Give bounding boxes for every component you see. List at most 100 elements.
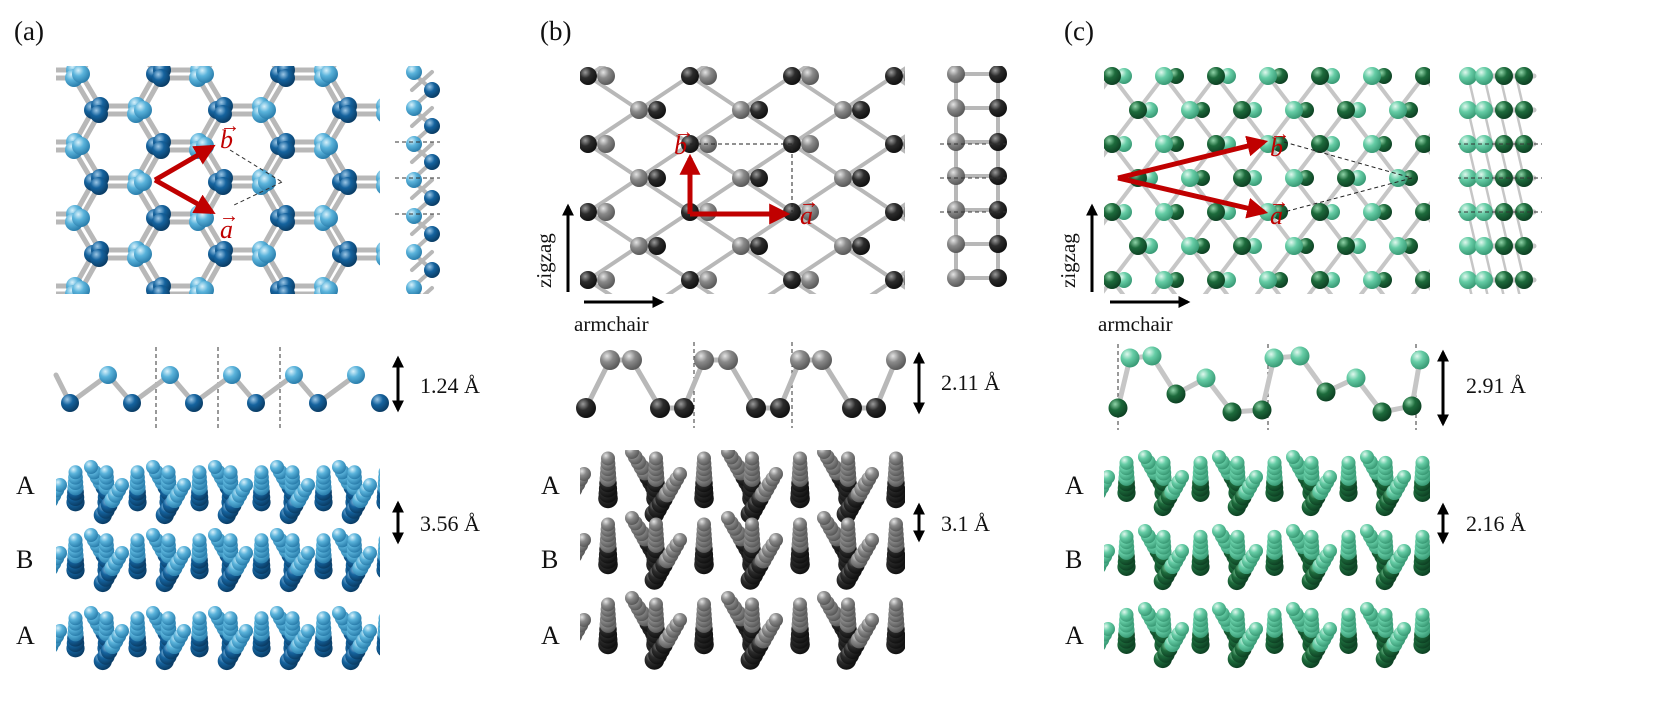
atom: [61, 394, 79, 412]
atom: [699, 67, 717, 85]
atom: [285, 533, 300, 548]
bond: [1089, 576, 1092, 581]
atom: [376, 33, 394, 51]
atom: [1285, 169, 1303, 187]
bond: [382, 628, 385, 633]
bond: [790, 74, 845, 112]
atom: [4, 97, 22, 115]
atom: [783, 67, 801, 85]
atom: [841, 517, 855, 532]
bond: [571, 555, 574, 560]
atom: [801, 407, 819, 425]
bond: [158, 291, 164, 294]
atom: [1311, 67, 1329, 85]
atom: [3, 393, 21, 411]
atom: [597, 67, 615, 85]
atom: [793, 451, 807, 466]
atom: [192, 533, 207, 548]
atom: [208, 317, 226, 335]
atom: [1129, 237, 1147, 255]
atom: [842, 398, 862, 418]
atom: [769, 467, 783, 481]
atom: [406, 136, 422, 152]
atom: [152, 69, 170, 87]
bond: [565, 499, 568, 504]
atom: [192, 611, 207, 626]
vector-b-c: [1117, 135, 1269, 181]
atom: [316, 465, 331, 480]
atom: [22, 65, 40, 83]
atom: [456, 245, 474, 263]
bond: [892, 74, 905, 86]
atom: [885, 271, 903, 289]
atom: [580, 613, 591, 627]
bond: [447, 6, 465, 38]
atom: [801, 203, 819, 221]
atom: [625, 450, 639, 459]
bond: [12, 42, 31, 74]
atom: [456, 173, 474, 191]
atom: [3, 321, 21, 339]
atom: [424, 190, 440, 206]
atom: [84, 528, 98, 542]
atom: [674, 398, 694, 418]
vector-a-label-c: a: [1270, 201, 1283, 230]
bond: [205, 330, 223, 362]
bond: [391, 398, 410, 430]
bond: [41, 510, 44, 515]
atom: [401, 421, 419, 439]
atom: [314, 421, 332, 439]
atom: [99, 465, 114, 480]
atom: [866, 398, 886, 418]
atom: [239, 478, 253, 492]
bond: [205, 402, 223, 434]
atom: [29, 421, 47, 439]
atom: [215, 313, 233, 331]
bond: [741, 314, 792, 348]
atom: [852, 441, 870, 459]
atom: [68, 533, 83, 548]
bond: [410, 250, 434, 272]
atom: [1459, 101, 1477, 119]
atom: [196, 281, 214, 294]
atom: [90, 321, 108, 339]
atom: [72, 281, 90, 294]
atom: [130, 611, 145, 626]
atom: [252, 33, 270, 51]
atom: [563, 486, 580, 503]
top-view-c: [1104, 67, 1430, 294]
atom: [697, 597, 711, 612]
panel-label-b: (b): [540, 16, 571, 46]
atom: [130, 533, 145, 548]
atom: [438, 285, 456, 303]
bond: [44, 505, 47, 510]
panel-a: (a) b → a → 1.24 Å A B A 3.56 Å: [3, 0, 480, 671]
bond: [841, 176, 896, 214]
buckled-chain-b: [576, 342, 906, 428]
atom: [1415, 135, 1430, 153]
bond: [586, 244, 641, 282]
bond: [447, 254, 465, 286]
atom: [134, 245, 152, 263]
atom: [770, 398, 790, 418]
atom: [750, 237, 768, 255]
atom: [947, 167, 965, 185]
bond: [568, 560, 571, 565]
atom: [32, 506, 50, 524]
atom: [885, 203, 903, 221]
atom: [1397, 544, 1411, 558]
atom: [28, 213, 46, 231]
interlayer-value-c: 2.16 Å: [1466, 511, 1526, 536]
atom: [852, 101, 870, 119]
atom: [852, 373, 870, 391]
atom: [196, 66, 214, 83]
bond: [447, 78, 465, 110]
atom: [29, 61, 47, 79]
atom: [852, 169, 870, 187]
bond: [19, 182, 38, 214]
bond: [320, 66, 329, 73]
atom: [1475, 135, 1493, 153]
atom: [563, 632, 580, 649]
atom: [22, 425, 40, 443]
atom: [277, 0, 295, 15]
